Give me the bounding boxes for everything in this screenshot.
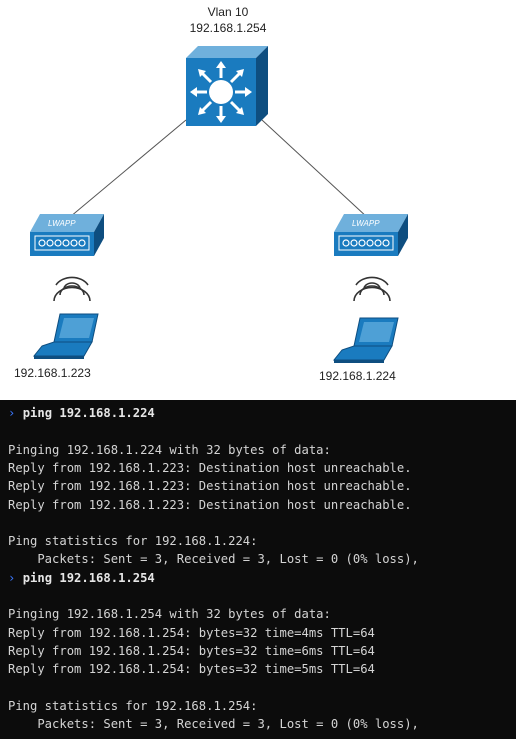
left-wireless-signal-icon bbox=[53, 276, 91, 302]
multilayer-switch-icon bbox=[186, 46, 268, 126]
terminal-output-line: Pinging 192.168.1.254 with 32 bytes of d… bbox=[8, 607, 331, 622]
right-access-point-icon: LWAPP bbox=[334, 214, 408, 256]
terminal-output-line: Ping statistics for 192.168.1.224: bbox=[8, 534, 258, 549]
terminal-output-line: Reply from 192.168.1.223: Destination ho… bbox=[8, 497, 412, 512]
link-switch-left-ap bbox=[63, 119, 187, 223]
terminal-output-line: Reply from 192.168.1.223: Destination ho… bbox=[8, 479, 412, 494]
right-wireless-signal-icon bbox=[353, 276, 391, 302]
prompt-chevron-icon: › bbox=[8, 570, 23, 585]
left-laptop-icon bbox=[32, 313, 99, 359]
terminal-output-line: Reply from 192.168.1.254: bytes=32 time=… bbox=[8, 643, 375, 658]
terminal-command-text: ping 192.168.1.254 bbox=[22, 570, 155, 585]
right-host-ip-label: 192.168.1.224 bbox=[319, 369, 396, 383]
diagram-canvas: LWAPP LWAPP bbox=[30, 46, 408, 363]
terminal-command-text: ping 192.168.1.224 bbox=[22, 406, 155, 420]
terminal-output-line: Reply from 192.168.1.254: bytes=32 time=… bbox=[8, 662, 375, 677]
right-laptop-icon bbox=[332, 317, 399, 363]
terminal-output-line: Packets: Sent = 3, Received = 3, Lost = … bbox=[8, 717, 419, 732]
left-access-point-icon: LWAPP bbox=[30, 214, 104, 256]
prompt-chevron-icon: › bbox=[8, 406, 23, 420]
left-host-ip-label: 192.168.1.223 bbox=[14, 366, 91, 380]
terminal-command-line: › ping 192.168.1.224 bbox=[8, 406, 155, 421]
right-ap-label: LWAPP bbox=[352, 219, 380, 228]
terminal-output-line: Ping statistics for 192.168.1.254: bbox=[8, 698, 258, 713]
terminal-output-line: Pinging 192.168.1.224 with 32 bytes of d… bbox=[8, 442, 331, 457]
switch-vlan-label: Vlan 10 bbox=[207, 5, 249, 19]
terminal-output-line: Reply from 192.168.1.254: bytes=32 time=… bbox=[8, 625, 375, 640]
switch-ip-label: 192.168.1.254 bbox=[189, 21, 267, 35]
terminal-output-line: Packets: Sent = 3, Received = 3, Lost = … bbox=[8, 552, 419, 567]
network-diagram: LWAPP LWAPP bbox=[14, 5, 408, 383]
terminal-output-line: Reply from 192.168.1.223: Destination ho… bbox=[8, 460, 412, 475]
link-switch-right-ap bbox=[261, 119, 369, 219]
terminal-command-line: › ping 192.168.1.254 bbox=[8, 571, 155, 586]
left-ap-label: LWAPP bbox=[48, 219, 76, 228]
